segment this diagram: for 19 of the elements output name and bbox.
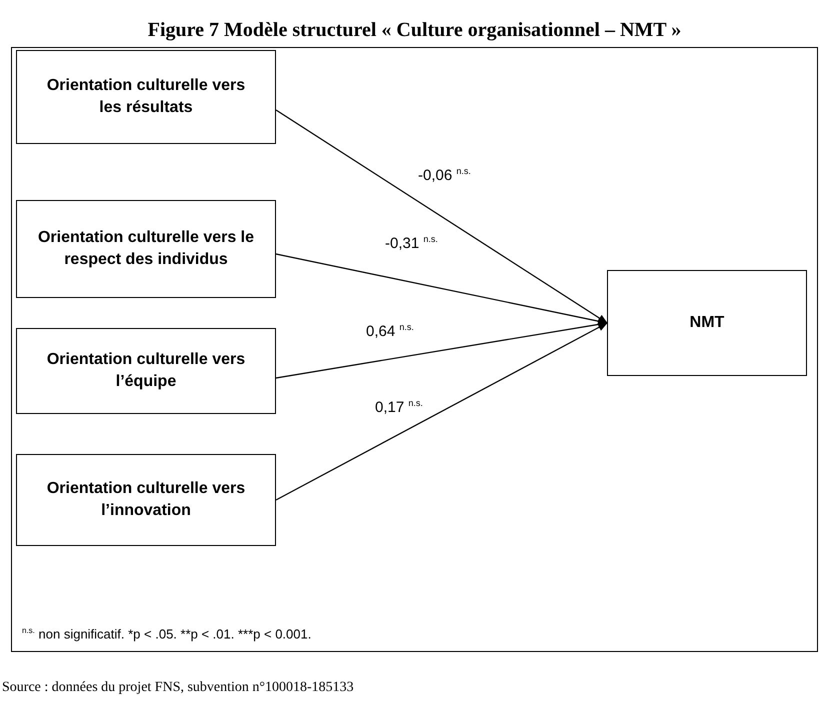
significance-note: $^{n.s.}$ non significatif. *p < .05. **p < .01. ***p < 0.001. [22,626,312,642]
box-label: Orientation culturelle vers l’innovation [46,479,246,521]
edge-label: -0,31 $^{n.s.}$ [385,233,438,253]
edge-label: 0,64 $^{n.s.}$ [366,321,414,341]
path-arrow [276,322,608,501]
outcome-box [607,270,807,376]
path-arrow [276,110,608,324]
box-label: Orientation culturelle vers le respect des individus [36,228,256,270]
edge-label: 0,17 $^{n.s.}$ [375,397,423,417]
figure-title: Figure 7 Modèle structurel « Culture organisationnel – NMT » [146,18,682,42]
predictor-box [16,328,276,414]
predictor-box [16,50,276,144]
box-label: Orientation culturelle vers les résultats [46,76,246,118]
predictor-box [16,454,276,546]
predictor-box [16,200,276,298]
edge-label: -0,06 $^{n.s.}$ [418,165,471,185]
source-caption: Source : données du projet FNS, subvention n°100018-185133 [2,680,354,696]
box-label: NMT [688,313,726,333]
box-label: Orientation culturelle vers l’équipe [46,350,246,392]
